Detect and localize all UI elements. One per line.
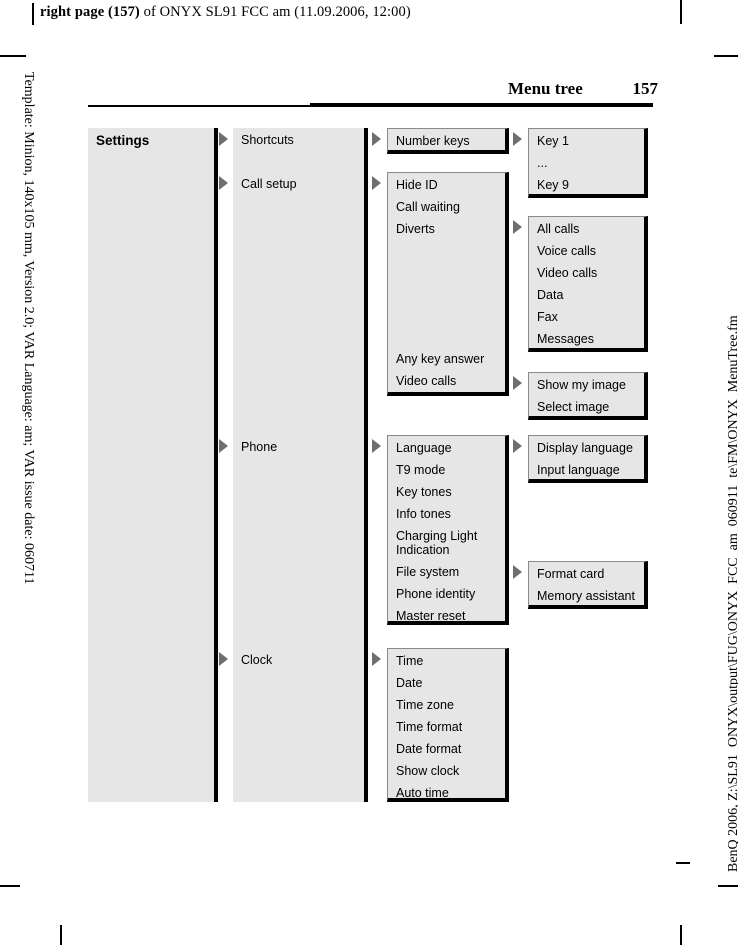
menu-item-fax[interactable]: Fax xyxy=(537,310,558,324)
crop-mark-bottom-right xyxy=(718,885,738,887)
arrow-clock-to-items xyxy=(372,652,381,666)
menu-node-phone[interactable]: Phone xyxy=(241,440,278,454)
menu-box-phone-items: Language T9 mode Key tones Info tones Ch… xyxy=(387,435,509,625)
menu-item-master-reset[interactable]: Master reset xyxy=(396,609,466,623)
crop-mark-top-right-v xyxy=(680,0,682,24)
header-rule-thin xyxy=(88,105,310,107)
arrow-filesystem-to-items xyxy=(513,565,522,579)
arrow-videocalls-to-items xyxy=(513,376,522,390)
menu-item-show-my-image[interactable]: Show my image xyxy=(537,378,626,392)
menu-column-level1: Settings xyxy=(88,128,218,802)
menu-item-date[interactable]: Date xyxy=(396,676,423,690)
menu-item-display-language[interactable]: Display language xyxy=(537,441,633,455)
menu-item-format-card[interactable]: Format card xyxy=(537,567,605,581)
menu-item-indication[interactable]: Indication xyxy=(396,543,450,557)
menu-node-shortcuts[interactable]: Shortcuts xyxy=(241,133,294,147)
menu-item-video-calls-sub[interactable]: Video calls xyxy=(537,266,598,280)
menu-item-number-keys[interactable]: Number keys xyxy=(396,134,470,148)
menu-item-file-system[interactable]: File system xyxy=(396,565,460,579)
arrow-settings-to-shortcuts xyxy=(219,132,228,146)
arrow-language-to-items xyxy=(513,439,522,453)
menu-item-show-clock[interactable]: Show clock xyxy=(396,764,460,778)
menu-column-level2: Shortcuts Call setup Phone Clock xyxy=(233,128,368,802)
menu-item-voice-calls[interactable]: Voice calls xyxy=(537,244,597,258)
menu-box-numberkeys-items: Key 1 ... Key 9 xyxy=(528,128,648,198)
menu-item-key-9[interactable]: Key 9 xyxy=(537,178,569,192)
arrow-numberkeys-to-keys xyxy=(513,132,522,146)
arrow-shortcuts-to-numberkeys xyxy=(372,132,381,146)
menu-box-clock-items: Time Date Time zone Time format Date for… xyxy=(387,648,509,802)
menu-box-videocalls-items: Show my image Select image xyxy=(528,372,648,420)
menu-item-phone-identity[interactable]: Phone identity xyxy=(396,587,476,601)
menu-item-select-image[interactable]: Select image xyxy=(537,400,610,414)
menu-item-time[interactable]: Time xyxy=(396,654,424,668)
menu-item-hide-id[interactable]: Hide ID xyxy=(396,178,438,192)
menu-item-auto-time[interactable]: Auto time xyxy=(396,786,449,800)
crop-mark-bottom-left-v xyxy=(60,925,62,945)
menu-item-data[interactable]: Data xyxy=(537,288,564,302)
menu-item-input-language[interactable]: Input language xyxy=(537,463,620,477)
menu-item-time-format[interactable]: Time format xyxy=(396,720,463,734)
right-margin-rule xyxy=(676,862,690,864)
arrow-diverts-to-items xyxy=(513,220,522,234)
crop-mark-bottom-right-v xyxy=(680,925,682,945)
menu-item-date-format[interactable]: Date format xyxy=(396,742,462,756)
menu-node-clock[interactable]: Clock xyxy=(241,653,273,667)
menu-item-language[interactable]: Language xyxy=(396,441,452,455)
menu-node-settings[interactable]: Settings xyxy=(96,133,150,148)
top-header-rest: of ONYX SL91 FCC am (11.09.2006, 12:00) xyxy=(139,4,411,20)
menu-item-time-zone[interactable]: Time zone xyxy=(396,698,454,712)
menu-box-diverts-items: All calls Voice calls Video calls Data F… xyxy=(528,216,648,352)
menu-item-key-1[interactable]: Key 1 xyxy=(537,134,569,148)
menu-item-diverts[interactable]: Diverts xyxy=(396,222,435,236)
arrow-settings-to-callsetup xyxy=(219,176,228,190)
menu-node-call-setup[interactable]: Call setup xyxy=(241,177,297,191)
crop-mark-top-left xyxy=(0,55,26,57)
arrow-settings-to-phone xyxy=(219,439,228,453)
menu-item-t9-mode[interactable]: T9 mode xyxy=(396,463,446,477)
page-header: Menu tree 157 xyxy=(508,79,658,103)
menu-item-key-ellipsis[interactable]: ... xyxy=(537,156,548,170)
arrow-callsetup-to-items xyxy=(372,176,381,190)
menu-item-call-waiting[interactable]: Call waiting xyxy=(396,200,460,214)
page-number: 157 xyxy=(632,79,659,98)
menu-item-charging-light[interactable]: Charging Light xyxy=(396,529,478,543)
menu-box-shortcuts-items: Number keys xyxy=(387,128,509,154)
menu-item-key-tones[interactable]: Key tones xyxy=(396,485,452,499)
document-top-header: right page (157) of ONYX SL91 FCC am (11… xyxy=(40,4,411,21)
arrow-phone-to-items xyxy=(372,439,381,453)
menu-item-video-calls[interactable]: Video calls xyxy=(396,374,457,388)
menu-box-callsetup-items: Hide ID Call waiting Diverts Any key ans… xyxy=(387,172,509,396)
top-header-bold: right page (157) xyxy=(40,4,140,20)
menu-box-language-items: Display language Input language xyxy=(528,435,648,483)
menu-item-all-calls[interactable]: All calls xyxy=(537,222,580,236)
menu-item-messages[interactable]: Messages xyxy=(537,332,594,346)
menu-box-filesystem-items: Format card Memory assistant xyxy=(528,561,648,609)
menu-item-info-tones[interactable]: Info tones xyxy=(396,507,451,521)
arrow-settings-to-clock xyxy=(219,652,228,666)
menu-item-any-key-answer[interactable]: Any key answer xyxy=(396,352,485,366)
header-rule-thick xyxy=(310,103,653,107)
page-title: Menu tree xyxy=(508,79,583,98)
menu-item-memory-assistant[interactable]: Memory assistant xyxy=(537,589,635,603)
crop-mark-bottom-left xyxy=(0,885,20,887)
crop-mark-top-left-v xyxy=(32,3,34,25)
crop-mark-top-right xyxy=(714,55,738,57)
